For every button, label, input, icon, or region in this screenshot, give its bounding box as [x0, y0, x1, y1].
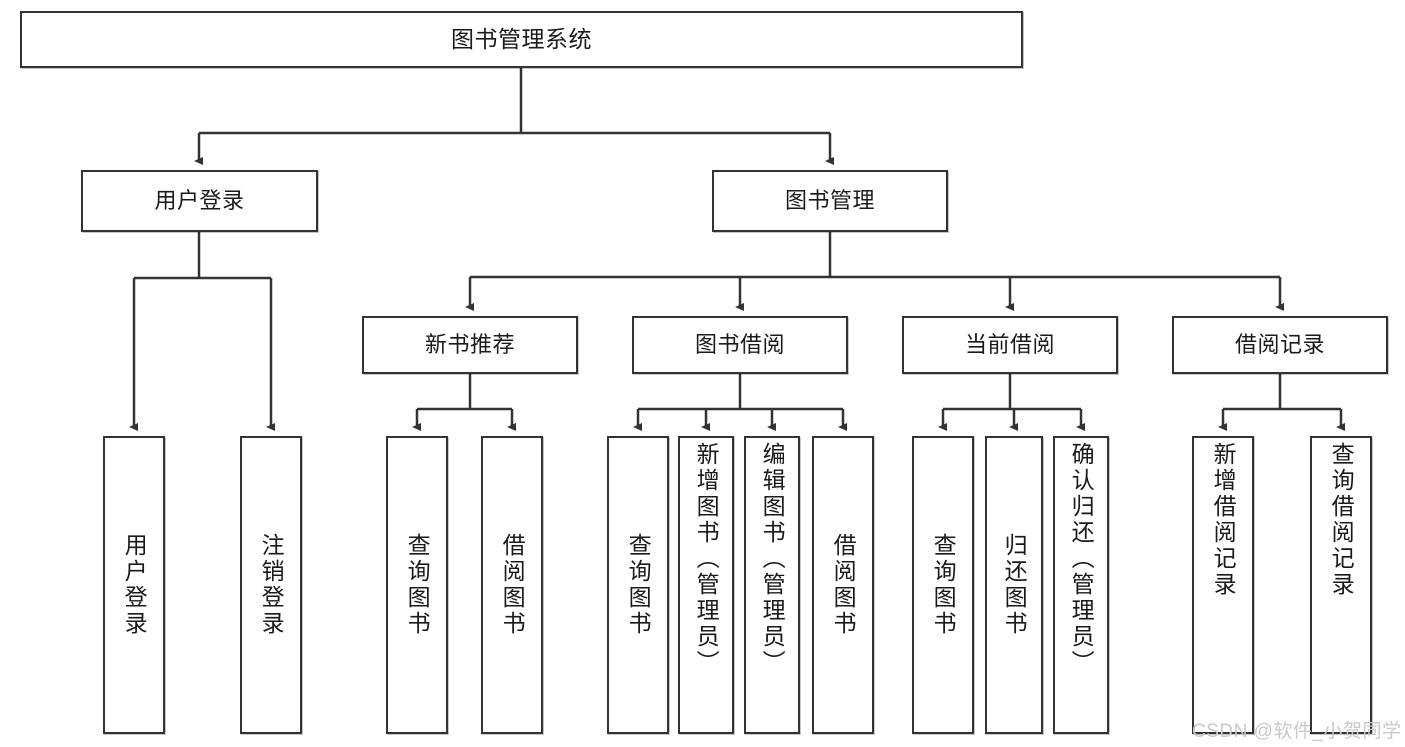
leaf-query-book-recommend[interactable]: 查询图书	[386, 436, 448, 734]
node-label: 注销登录	[258, 533, 285, 637]
node-label: 查询图书	[930, 533, 957, 637]
node-user-login[interactable]: 用户登录	[81, 170, 318, 232]
leaf-logout[interactable]: 注销登录	[240, 436, 302, 734]
leaf-return-book[interactable]: 归还图书	[985, 436, 1043, 734]
leaf-add-borrow-record[interactable]: 新增借阅记录	[1192, 436, 1254, 734]
leaf-user-login[interactable]: 用户登录	[103, 436, 165, 734]
leaf-confirm-return-admin[interactable]: 确认归还（管理员）	[1053, 436, 1109, 734]
node-label: 图书借阅	[694, 331, 785, 357]
node-new-book-recommend[interactable]: 新书推荐	[362, 316, 578, 374]
leaf-borrow-book-borrow[interactable]: 借阅图书	[812, 436, 874, 734]
leaf-add-book-admin[interactable]: 新增图书（管理员）	[678, 436, 734, 734]
node-label: 查询图书	[625, 533, 652, 637]
node-label: 编辑图书（管理员）	[759, 442, 786, 676]
node-label: 借阅图书	[499, 533, 526, 637]
node-label: 归还图书	[1001, 533, 1028, 637]
node-label: 新增借阅记录	[1210, 442, 1237, 598]
node-root-system[interactable]: 图书管理系统	[20, 11, 1023, 68]
node-label: 新书推荐	[424, 331, 515, 357]
node-current-borrow[interactable]: 当前借阅	[902, 316, 1118, 374]
watermark-credit: CSDN @软件_小贺同学	[1192, 721, 1402, 742]
node-label: 查询借阅记录	[1328, 442, 1355, 598]
leaf-borrow-book-recommend[interactable]: 借阅图书	[481, 436, 543, 734]
leaf-query-book-current[interactable]: 查询图书	[912, 436, 974, 734]
node-label: 用户登录	[121, 533, 148, 637]
node-label: 图书管理	[784, 187, 875, 213]
leaf-query-borrow-record[interactable]: 查询借阅记录	[1310, 436, 1372, 734]
node-label: 图书管理系统	[451, 25, 592, 52]
node-label: 新增图书（管理员）	[693, 442, 720, 676]
node-label: 借阅记录	[1234, 331, 1325, 357]
node-book-manage[interactable]: 图书管理	[712, 170, 948, 232]
leaf-edit-book-admin[interactable]: 编辑图书（管理员）	[744, 436, 800, 734]
node-borrow-record[interactable]: 借阅记录	[1172, 316, 1388, 374]
node-label: 确认归还（管理员）	[1068, 442, 1095, 676]
node-label: 当前借阅	[964, 331, 1055, 357]
node-label: 用户登录	[154, 187, 245, 213]
node-label: 借阅图书	[830, 533, 857, 637]
node-book-borrow[interactable]: 图书借阅	[632, 316, 848, 374]
node-label: 查询图书	[404, 533, 431, 637]
leaf-query-book-borrow[interactable]: 查询图书	[607, 436, 669, 734]
